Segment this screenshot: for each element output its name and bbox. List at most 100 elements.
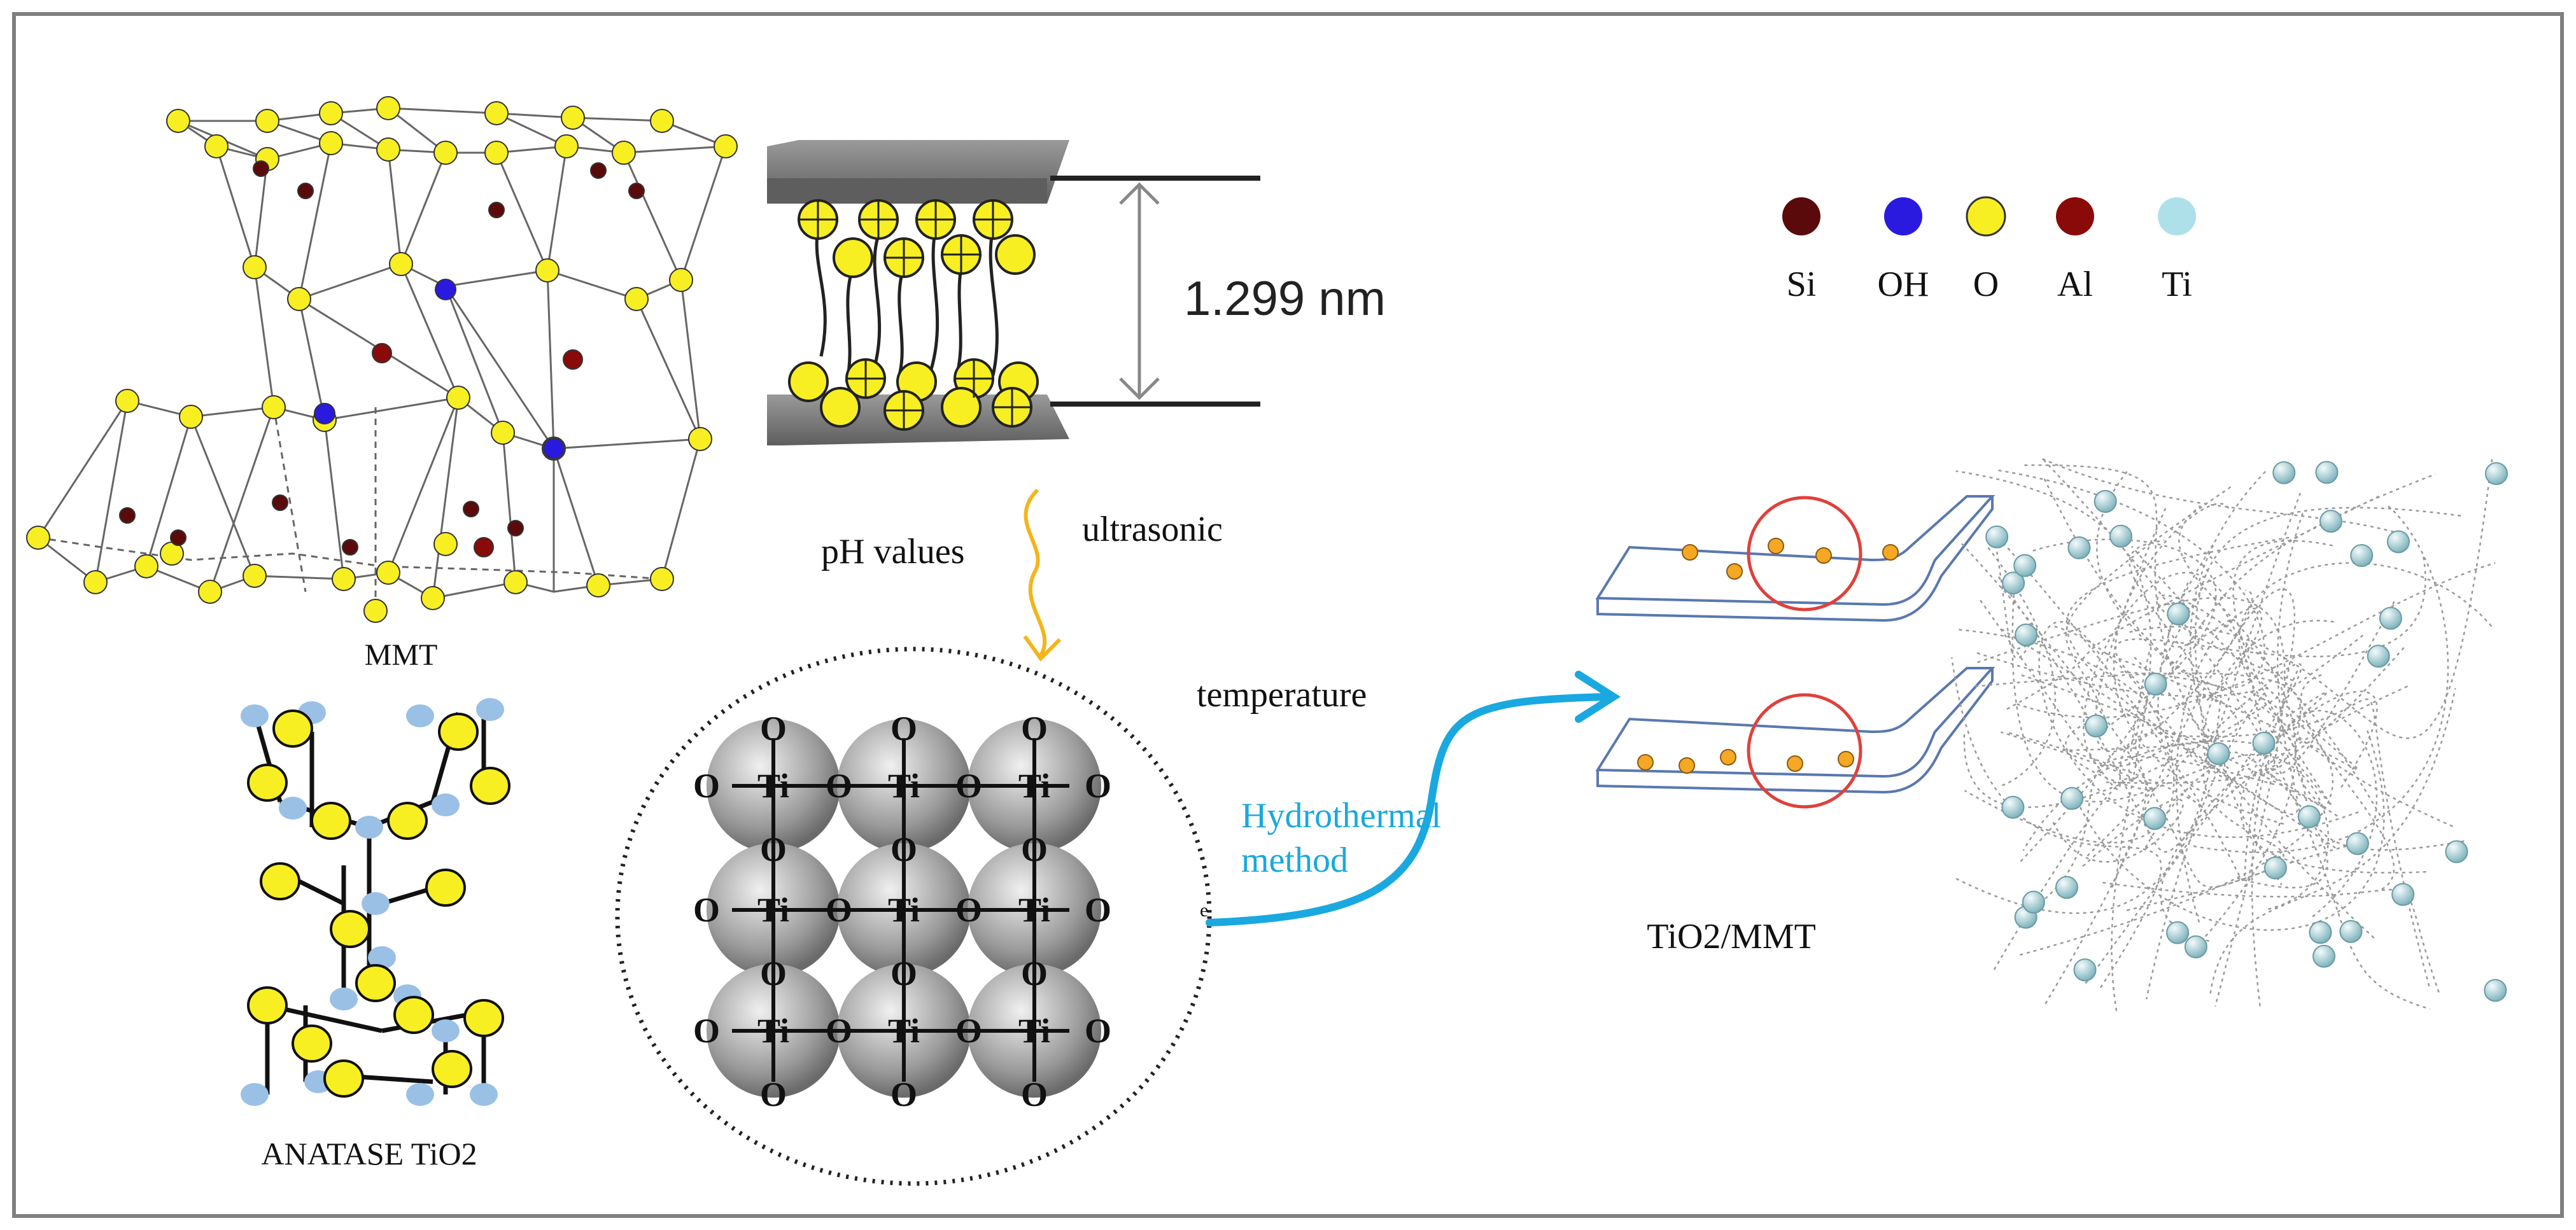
ti-atom — [2297, 805, 2321, 828]
orange-flow-arrow — [1023, 488, 1062, 662]
lattice-atom-o: O — [955, 767, 982, 805]
lattice-atom-ti: Ti — [1018, 891, 1050, 929]
legend-label-al: Al — [2057, 265, 2093, 304]
intercalation-schematic — [767, 140, 1260, 445]
lattice-atom-o: O — [693, 891, 720, 929]
polymer-chain — [2126, 743, 2284, 911]
ti-atom — [2002, 571, 2025, 595]
lattice-atom-o: O — [760, 1075, 787, 1114]
polymer-chain — [2179, 698, 2430, 987]
polymer-chain — [1951, 657, 2162, 988]
polymer-chain — [1987, 547, 2057, 786]
polymer-chain — [1997, 536, 2298, 881]
ti-atom — [1985, 525, 2009, 549]
composite-label: TiO2/MMT — [1647, 917, 1816, 956]
polymer-chain — [2016, 690, 2333, 957]
polymer-chain — [2132, 471, 2266, 749]
polymer-chain — [2115, 556, 2426, 690]
hydrothermal-label-line1: Hydrothermal — [1241, 796, 1441, 835]
polymer-chain — [2113, 503, 2284, 825]
polymer-chain — [1977, 597, 2286, 1007]
legend-label-oh: OH — [1878, 265, 1929, 304]
legend-label-si: Si — [1787, 265, 1817, 304]
polymer-chain — [2193, 503, 2449, 853]
polymer-chain — [2239, 690, 2426, 874]
polymer-chain — [2065, 486, 2232, 729]
ti-atom — [2391, 883, 2415, 906]
polymer-chain — [2066, 536, 2339, 851]
polymer-chain — [2006, 494, 2382, 710]
ti-atom — [2001, 795, 2025, 819]
legend-swatch-si — [1782, 197, 1820, 235]
ti-atom — [2060, 786, 2084, 810]
ti-atom — [2367, 645, 2390, 668]
outer-frame — [12, 12, 2564, 1218]
ti-atom — [2339, 919, 2363, 943]
lattice-atom-o: O — [826, 1012, 852, 1050]
lattice-atom-o: O — [955, 1012, 982, 1050]
lattice-atom-ti: Ti — [757, 1012, 789, 1050]
mmt-label: MMT — [365, 638, 438, 672]
ti-network-atoms — [1985, 461, 2508, 1002]
polymer-chain — [2041, 458, 2401, 535]
lattice-atom-o: O — [760, 709, 787, 748]
polymer-chain — [1996, 574, 2408, 853]
polymer-chain — [2052, 799, 2184, 869]
spacing-label: 1.299 nm — [1184, 272, 1386, 326]
legend-label-o: O — [1973, 265, 1999, 304]
polymer-chain — [2020, 473, 2436, 862]
lattice-atom-ti: Ti — [888, 1012, 920, 1050]
lattice-atom-o: O — [826, 891, 852, 929]
polymer-chain — [1994, 469, 2265, 688]
ti-atom — [2144, 673, 2167, 696]
lattice-atom-o: O — [1085, 891, 1111, 929]
tio2-lattice — [615, 646, 1212, 1186]
ti-atom — [2094, 489, 2117, 513]
polymer-chain — [2160, 691, 2328, 942]
ti-atom — [2350, 543, 2374, 567]
lattice-edge-dot: e — [1200, 900, 1208, 921]
lattice-atom-o: O — [693, 767, 720, 805]
lattice-atom-ti: Ti — [757, 767, 789, 805]
polymer-chain — [2062, 470, 2239, 751]
polymer-chain — [2094, 508, 2253, 753]
polymer-chain — [2011, 593, 2230, 803]
polymer-chain — [2194, 507, 2464, 765]
lattice-atom-o: O — [760, 954, 787, 993]
polymer-chain — [2045, 755, 2276, 900]
ti-atom — [2312, 944, 2336, 968]
composite-particles — [1637, 538, 1899, 774]
ti-atom — [2085, 714, 2108, 737]
ti-atom — [2015, 623, 2038, 646]
legend-label-ti: Ti — [2162, 265, 2192, 304]
lattice-atom-ti: Ti — [888, 891, 920, 929]
legend-swatch-o — [1966, 196, 2006, 237]
polymer-chain — [2009, 582, 2204, 809]
mmt-atoms — [26, 96, 738, 623]
ti-atom — [2484, 979, 2507, 1002]
ti-atom — [2272, 461, 2296, 484]
legend-swatch-ti — [2158, 197, 2196, 235]
ph-values-label: pH values — [821, 532, 965, 571]
legend-swatch-al — [2056, 197, 2094, 235]
ti-atom — [2346, 832, 2369, 855]
polymer-chain — [2018, 673, 2326, 810]
ti-atom — [2109, 524, 2132, 548]
ti-atom — [2167, 602, 2190, 625]
polymer-chain — [2178, 505, 2297, 937]
lattice-atom-o: O — [1085, 767, 1111, 805]
lattice-atom-o: O — [1021, 709, 1048, 748]
lattice-atom-o: O — [955, 891, 982, 929]
ultrasonic-label: ultrasonic — [1082, 510, 1223, 549]
ti-atom — [2055, 876, 2078, 899]
legend-swatch-oh — [1884, 197, 1922, 235]
ti-atom — [2207, 742, 2230, 765]
composite-plate-bottom — [1595, 667, 1995, 809]
ti-atom — [2143, 807, 2167, 830]
ti-atom — [2013, 554, 2037, 577]
ti-atom — [2379, 606, 2402, 630]
lattice-atom-ti: Ti — [757, 891, 789, 929]
polymer-chain — [2109, 588, 2296, 891]
polymer-chain — [1963, 634, 2364, 808]
